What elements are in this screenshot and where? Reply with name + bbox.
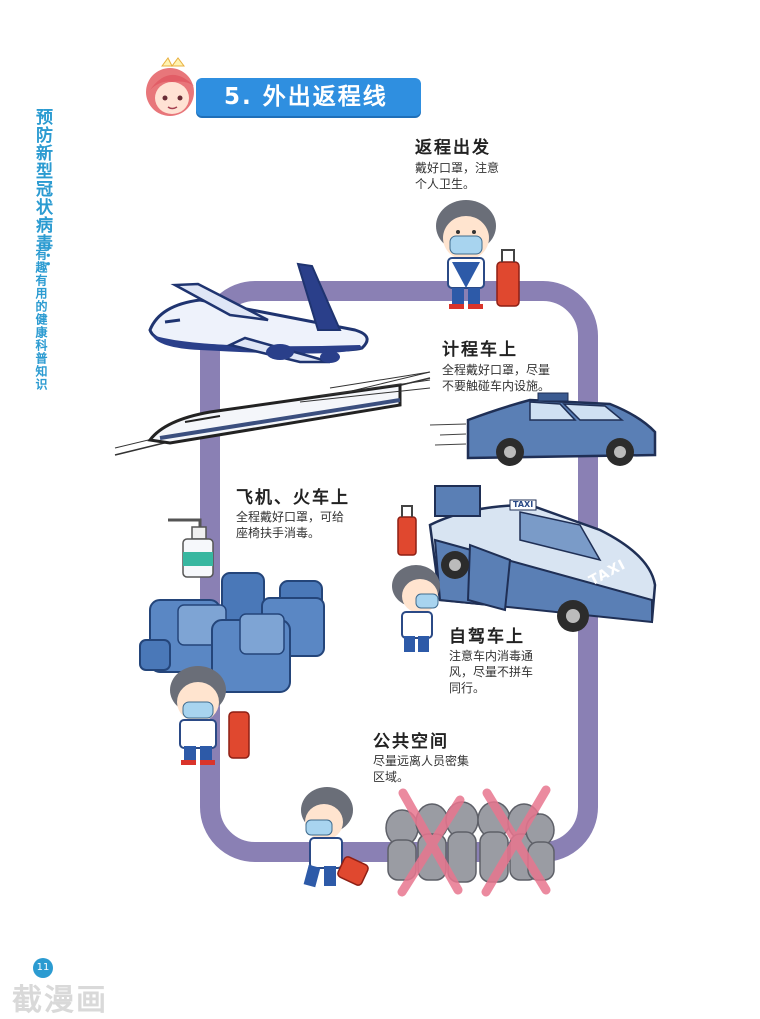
airplane-icon xyxy=(148,262,369,364)
stop-self-drive-desc-3: 同行。 xyxy=(449,681,486,695)
train-icon xyxy=(114,371,431,456)
no-crowd-cross-icon xyxy=(397,785,551,897)
seats-icon xyxy=(139,572,325,693)
sanitizer-bottle-icon xyxy=(168,518,214,578)
stop-self-drive-desc-2: 风，尽量不拼车 xyxy=(449,665,534,679)
stop-taxi-title: 计程车上 xyxy=(442,340,518,360)
taxi-sedan-icon xyxy=(429,392,657,466)
watermark: 截漫画 xyxy=(12,983,108,1018)
stop-departure-title: 返程出发 xyxy=(415,138,491,158)
taxi-roof-sign: TAXI xyxy=(513,500,534,509)
girl-avatar-icon xyxy=(146,57,194,116)
stop-departure-desc-2: 个人卫生。 xyxy=(415,177,476,191)
side-title: 预防新型冠状病毒： xyxy=(32,108,52,270)
stop-taxi-desc-2: 不要触碰车内设施。 xyxy=(442,379,551,393)
taxi-open-door-icon xyxy=(428,485,657,632)
stop-plane-train-desc-1: 全程戴好口罩，可给 xyxy=(236,510,345,524)
boy-departure-icon xyxy=(436,200,520,309)
stop-public-space-desc-1: 尽量远离人员密集 xyxy=(373,754,470,768)
stop-taxi-desc-1: 全程戴好口罩，尽量 xyxy=(442,363,551,377)
section-title: 5. 外出返程线 xyxy=(196,78,421,116)
stop-plane-train-title: 飞机、火车上 xyxy=(236,488,350,508)
suitcase-icon xyxy=(397,505,417,556)
stop-plane-train-desc-2: 座椅扶手消毒。 xyxy=(236,526,321,540)
boy-self-drive-icon xyxy=(392,565,440,652)
boy-seat-icon xyxy=(170,666,250,765)
stop-public-space-desc-2: 区域。 xyxy=(373,770,410,784)
side-subtitle: 有趣有用的健康科普知识 xyxy=(34,248,48,391)
boy-walking-icon xyxy=(301,787,369,888)
stop-self-drive-desc-1: 注意车内消毒通 xyxy=(449,649,534,663)
stop-departure-desc-1: 戴好口罩，注意 xyxy=(415,161,500,175)
page-number: 11 xyxy=(33,958,53,978)
stop-self-drive-title: 自驾车上 xyxy=(449,627,525,647)
stop-public-space-title: 公共空间 xyxy=(373,732,449,752)
